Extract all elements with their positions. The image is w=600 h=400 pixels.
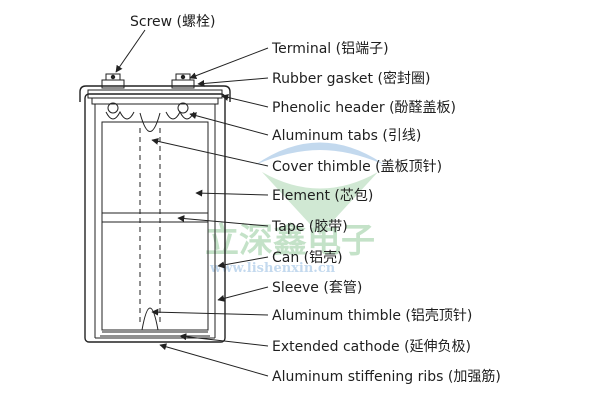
- aluminum-tabs-left: [105, 110, 135, 120]
- leader-lines: [115, 29, 269, 377]
- capacitor-drawing: [79, 73, 231, 343]
- aluminum-tabs-right: [165, 110, 195, 120]
- terminal-left: [101, 73, 125, 114]
- element-winding: [101, 121, 209, 331]
- label-sleeve: Sleeve (套管): [272, 280, 362, 296]
- watermark-logo: 立深鑫电子 www.lishenxin.cn: [205, 142, 385, 276]
- label-rubber-gasket: Rubber gasket (密封圈): [272, 70, 430, 87]
- label-can: Can (铝壳): [272, 249, 343, 266]
- label-stiffening-ribs: Aluminum stiffening ribs (加强筋): [272, 368, 501, 385]
- watermark-name: 立深鑫电子: [205, 221, 375, 261]
- label-terminal: Terminal (铝端子): [271, 41, 389, 57]
- label-aluminum-tabs: Aluminum tabs (引线): [272, 128, 421, 144]
- label-element: Element (芯包): [272, 188, 373, 204]
- labels: Screw (螺栓) Terminal (铝端子) Rubber gasket …: [130, 14, 501, 385]
- cover-thimble: [139, 112, 161, 132]
- label-screw: Screw (螺栓): [130, 14, 215, 30]
- sleeve-outline: [84, 93, 226, 343]
- terminal-right: [171, 73, 195, 114]
- label-aluminum-thimble: Aluminum thimble (铝壳顶针): [272, 307, 472, 324]
- watermark-url: www.lishenxin.cn: [209, 261, 336, 276]
- label-cover-thimble: Cover thimble (盖板顶针): [272, 159, 442, 175]
- label-extended-cathode: Extended cathode (延伸负极): [272, 339, 471, 355]
- can-rolled-top: [79, 85, 231, 102]
- aluminum-thimble: [141, 307, 159, 331]
- label-tape: Tape (胶带): [271, 218, 348, 235]
- rubber-gasket-strip: [91, 97, 219, 105]
- label-phenolic-header: Phenolic header (酚醛盖板): [272, 100, 456, 116]
